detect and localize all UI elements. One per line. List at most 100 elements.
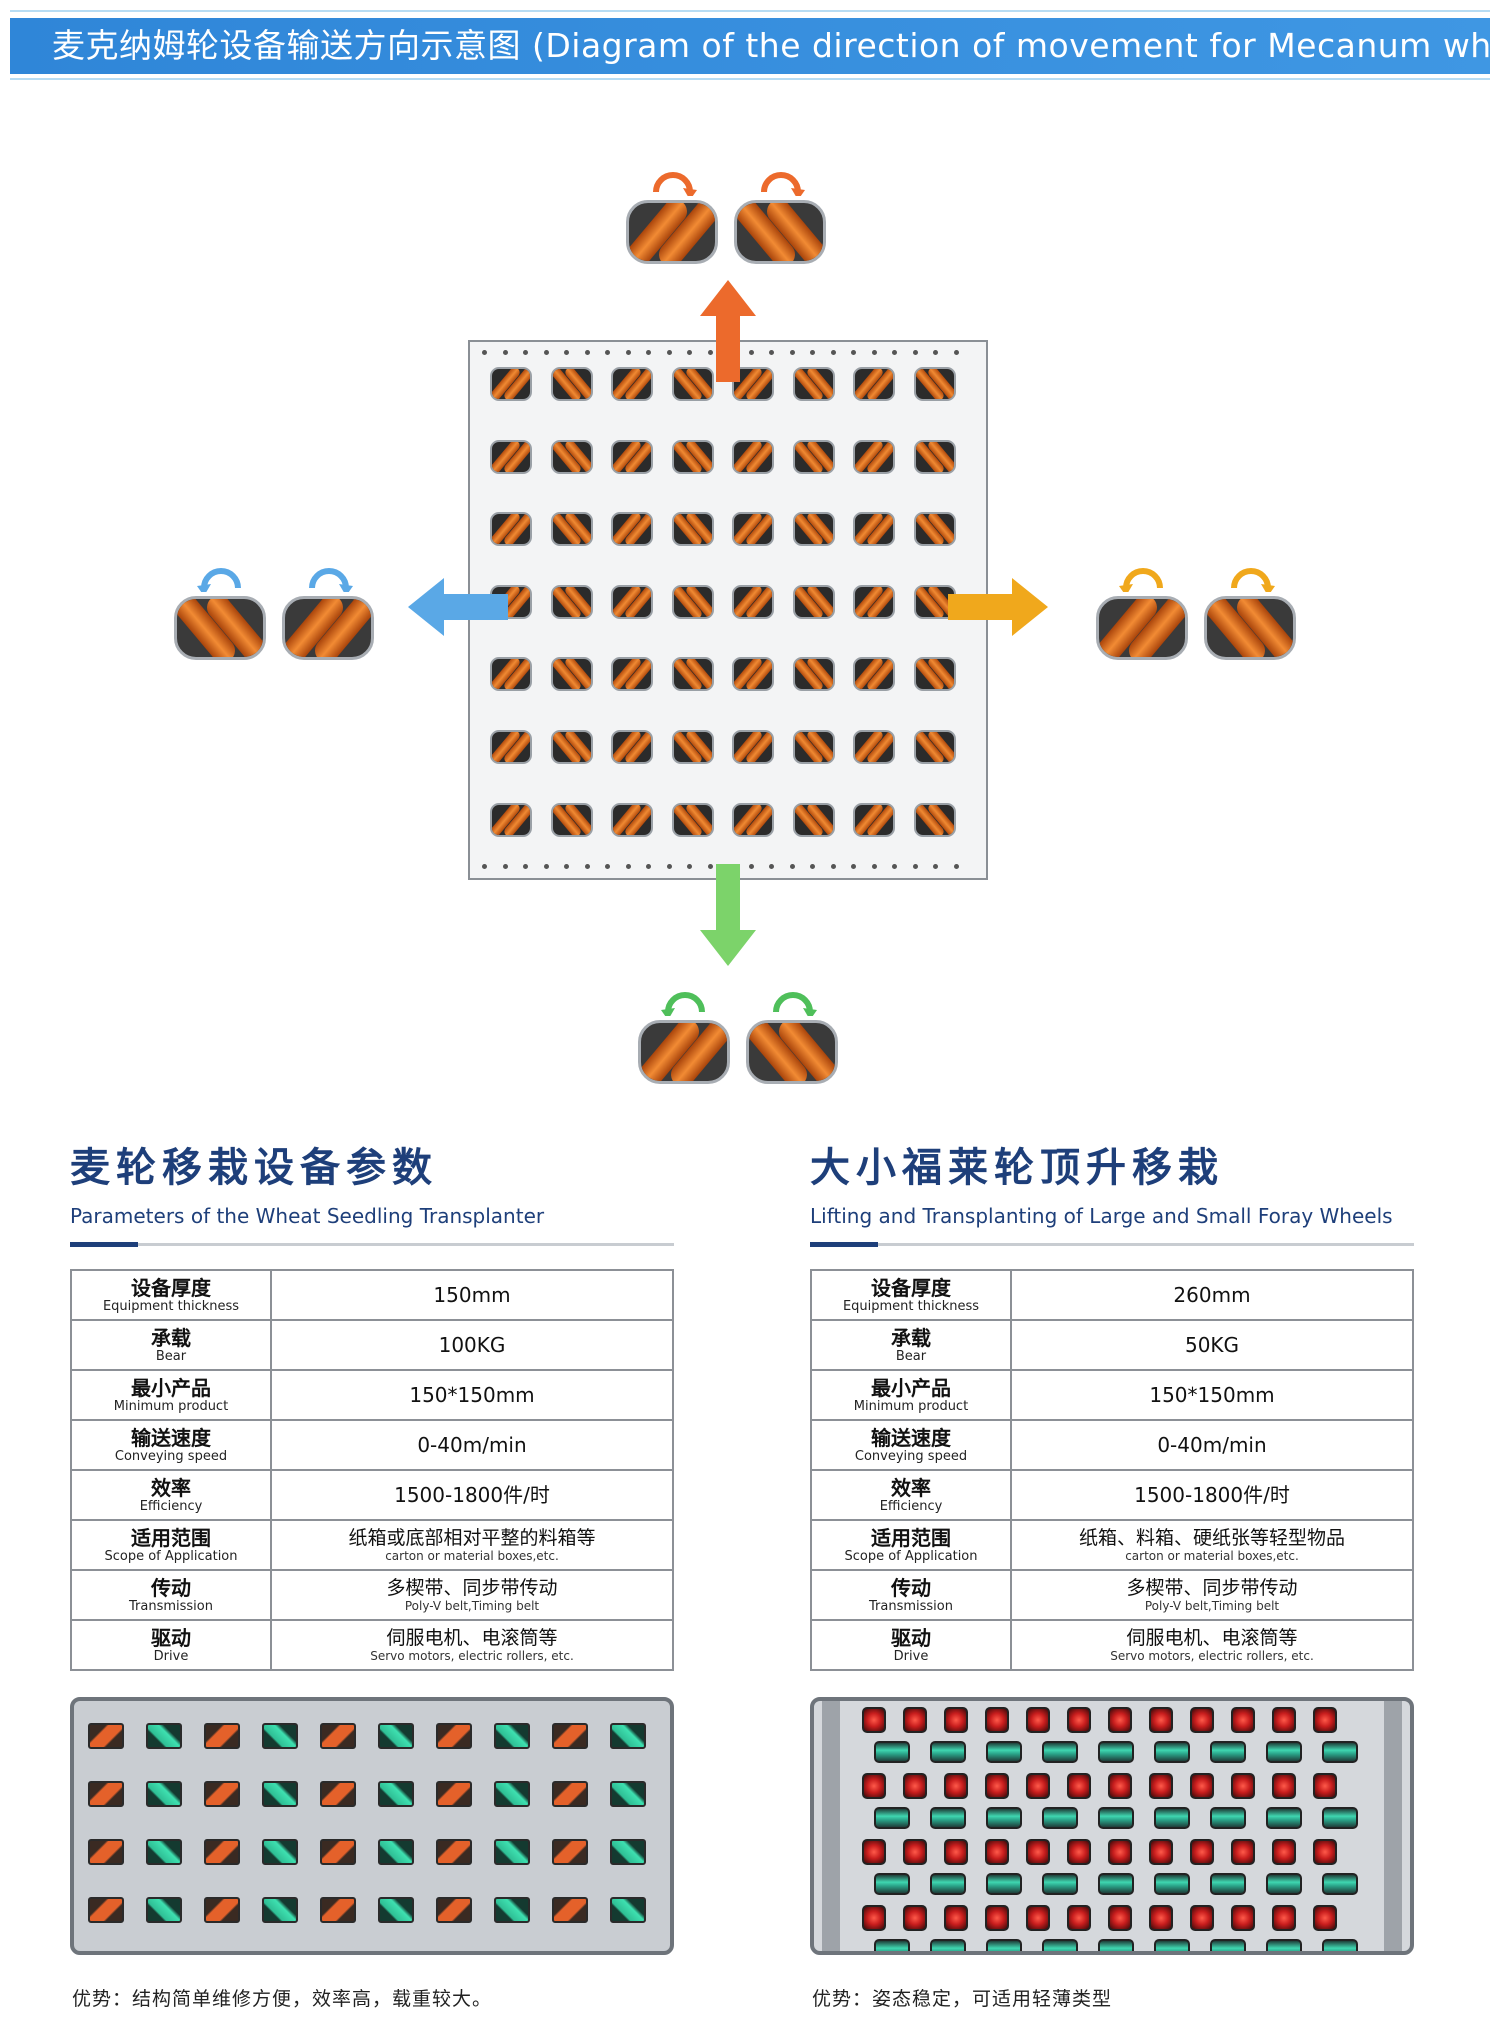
roller-cell — [853, 730, 895, 764]
small-foray-wheel — [1042, 1939, 1078, 1951]
roller-cell — [732, 657, 774, 692]
module-roller — [494, 1723, 530, 1749]
rotation-arrow-icon — [761, 172, 805, 196]
arrow-down-icon — [700, 864, 756, 966]
mecanum-wheel-icon — [626, 200, 718, 264]
small-foray-wheel — [1266, 1741, 1302, 1763]
bolt-dot — [625, 864, 631, 869]
roller-cell — [732, 584, 774, 619]
small-foray-wheel — [1098, 1873, 1134, 1895]
bolt-dot — [933, 864, 938, 869]
small-foray-wheel — [1098, 1939, 1134, 1951]
large-foray-wheel — [944, 1839, 968, 1865]
roller-cell — [792, 802, 835, 837]
param-label-cn: 效率 — [151, 1475, 191, 1500]
roller-cell — [853, 512, 895, 547]
param-value: 1500-1800件/时 — [394, 1483, 550, 1507]
large-foray-wheel — [985, 1839, 1009, 1865]
param-label-cn: 适用范围 — [871, 1525, 951, 1550]
param-value-cn: 纸箱、料箱、硬纸张等轻型物品 — [1078, 1527, 1345, 1549]
param-label-en: Equipment thickness — [842, 1298, 980, 1314]
param-value-cn: 多楔带、同步带传动 — [386, 1577, 558, 1599]
roller-cell — [490, 512, 532, 547]
large-foray-wheel — [1149, 1905, 1173, 1931]
bolt-dot — [892, 864, 897, 869]
bolt-dot — [871, 864, 877, 869]
module-roller — [146, 1723, 182, 1749]
module-roller — [204, 1723, 240, 1749]
roller-cell — [853, 584, 895, 619]
param-label-en: Drive — [893, 1648, 929, 1664]
module-roller — [320, 1781, 356, 1807]
small-foray-wheel — [1210, 1741, 1246, 1763]
param-label-en: Transmission — [129, 1598, 213, 1614]
param-value-en: Servo motors, electric rollers, etc. — [1110, 1649, 1314, 1663]
bolt-dot — [666, 350, 672, 355]
mecanum-direction-diagram — [0, 120, 1500, 1100]
roller-cell — [913, 512, 956, 547]
param-label-en: Conveying speed — [114, 1448, 228, 1464]
param-label-cn: 传动 — [891, 1575, 931, 1600]
large-foray-wheel — [1313, 1905, 1337, 1931]
param-label-en: Scope of Application — [104, 1548, 238, 1564]
roller-cell — [550, 657, 593, 692]
param-label-en: Efficiency — [879, 1498, 943, 1514]
module-roller — [88, 1723, 124, 1749]
param-label-cn: 输送速度 — [131, 1425, 211, 1450]
roller-cell — [732, 730, 774, 764]
small-foray-wheel — [1154, 1873, 1190, 1895]
large-foray-wheel — [1067, 1905, 1091, 1931]
param-value: 260mm — [1173, 1283, 1251, 1307]
param-value-en: carton or material boxes,etc. — [1125, 1549, 1299, 1563]
bolt-dot — [789, 864, 795, 869]
mecanum-wheel-icon — [746, 1020, 838, 1084]
roller-cell — [490, 367, 532, 401]
param-label-en: Equipment thickness — [102, 1298, 240, 1314]
large-foray-wheel — [1231, 1773, 1255, 1799]
param-value-cell: 1500-1800件/时 — [1010, 1469, 1414, 1521]
bolt-dot — [482, 864, 487, 869]
bolt-dot — [953, 350, 959, 355]
small-foray-wheel — [1210, 1873, 1246, 1895]
section-foray-params: 大小福莱轮顶升移栽 Lifting and Transplanting of L… — [810, 1142, 1414, 1671]
mecanum-wheel-icon — [1096, 596, 1188, 660]
module-roller — [88, 1897, 124, 1923]
section-subtitle: Lifting and Transplanting of Large and S… — [810, 1204, 1393, 1228]
param-label-cn: 适用范围 — [131, 1525, 211, 1550]
roller-cell — [671, 657, 714, 692]
large-foray-wheel — [1272, 1905, 1296, 1931]
roller-cell — [792, 730, 835, 764]
bolt-dot — [646, 350, 651, 355]
roller-cell — [490, 657, 532, 692]
module-roller — [204, 1839, 240, 1865]
module-roller — [262, 1723, 298, 1749]
bolt-dot — [830, 864, 836, 869]
module-roller — [378, 1897, 414, 1923]
small-foray-wheel — [930, 1741, 966, 1763]
roller-cell — [550, 802, 593, 837]
bolt-dot — [912, 350, 918, 355]
large-foray-wheel — [1272, 1707, 1296, 1733]
arrow-right-icon — [948, 578, 1048, 636]
bolt-dot — [769, 350, 774, 355]
arrow-up-icon — [700, 280, 756, 382]
small-foray-wheel — [930, 1807, 966, 1829]
param-label-cn: 最小产品 — [131, 1375, 211, 1400]
param-value-cell: 150*150mm — [270, 1369, 674, 1421]
roller-cell — [792, 584, 835, 619]
large-foray-wheel — [1108, 1773, 1132, 1799]
roller-cell — [611, 439, 653, 474]
param-value: 0-40m/min — [1157, 1433, 1267, 1457]
param-value-cell: 50KG — [1010, 1319, 1414, 1371]
module-roller — [262, 1897, 298, 1923]
param-label-en: Transmission — [869, 1598, 953, 1614]
param-label-cn: 承载 — [151, 1325, 191, 1350]
